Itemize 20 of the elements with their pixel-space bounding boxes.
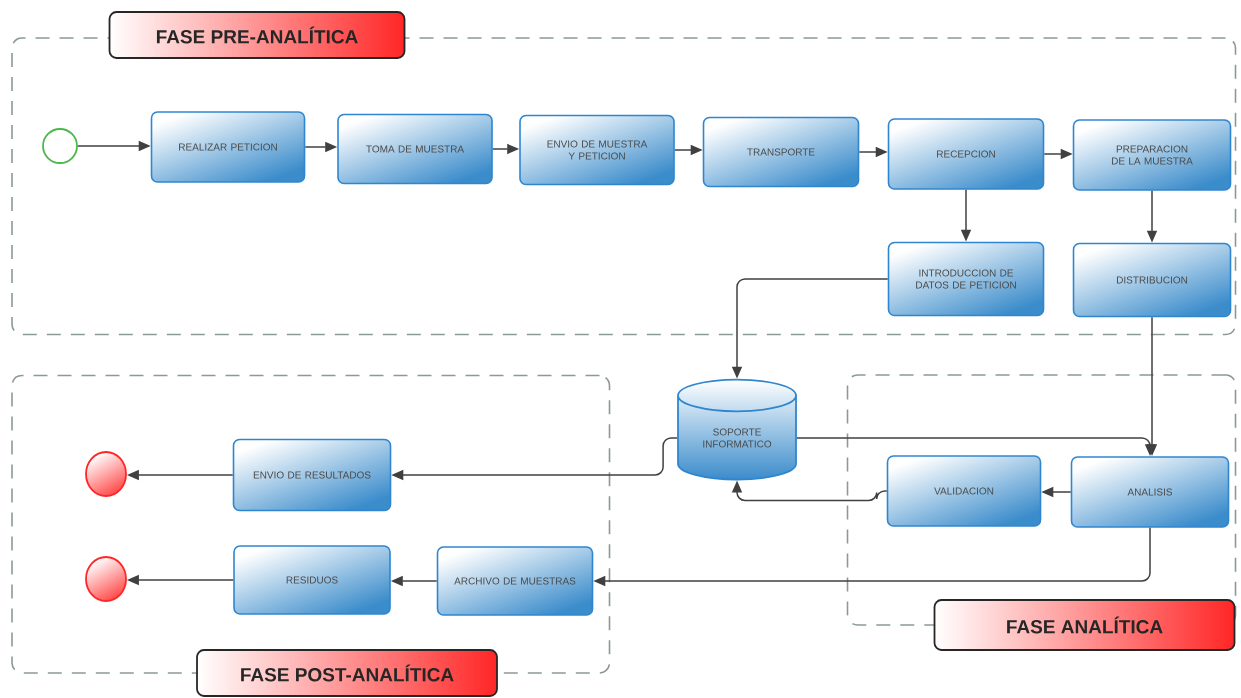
process-box: ENVIO DE MUESTRA Y PETICION	[519, 114, 675, 186]
database-cylinder: SOPORTE INFORMATICO	[677, 378, 797, 481]
phase-header: FASE ANALÍTICA	[933, 599, 1236, 651]
end-circle	[85, 556, 127, 602]
process-box: INTRODUCCION DE DATOS DE PETICION	[887, 241, 1045, 317]
process-box: RECEPCION	[887, 118, 1045, 190]
phase-header: FASE PRE-ANALÍTICA	[108, 11, 406, 59]
end-circle	[85, 451, 127, 497]
process-box: TRANSPORTE	[702, 116, 860, 188]
phase-header: FASE POST-ANALÍTICA	[196, 649, 498, 697]
process-box: TOMA DE MUESTRA	[337, 113, 493, 185]
process-box: REALIZAR PETICION	[150, 111, 306, 183]
process-box: VALIDACION	[886, 455, 1042, 527]
process-box: DISTRIBUCION	[1072, 242, 1232, 318]
process-box: RESIDUOS	[233, 545, 391, 615]
process-box: ANALISIS	[1070, 456, 1230, 528]
process-box: ARCHIVO DE MUESTRAS	[436, 546, 594, 616]
process-box: ENVIO DE RESULTADOS	[232, 438, 392, 512]
process-box: PREPARACION DE LA MUESTRA	[1072, 119, 1232, 191]
start-circle	[42, 128, 78, 164]
